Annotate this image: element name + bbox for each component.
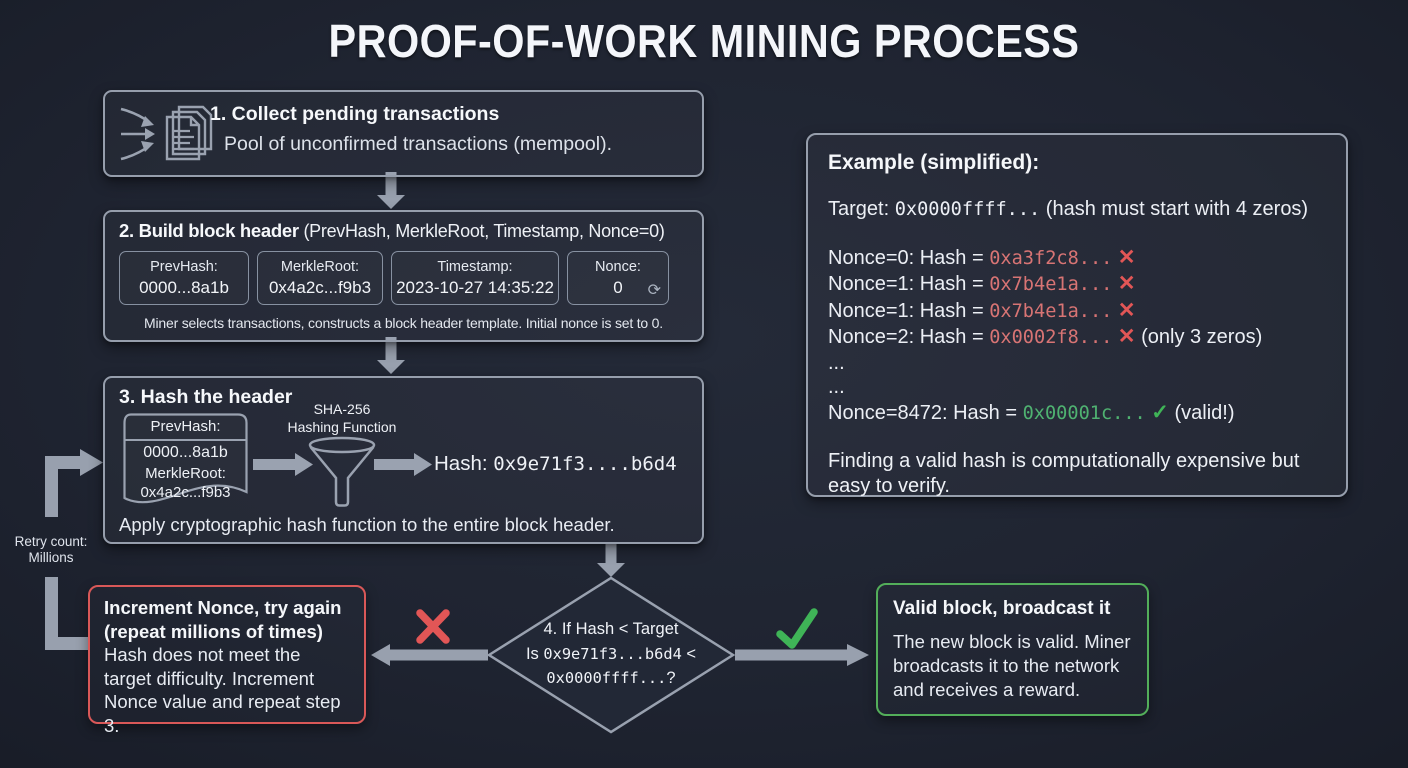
step1-box: 1. Collect pending transactions Pool of … (103, 90, 704, 177)
step3-caption: Apply cryptographic hash function to the… (119, 514, 615, 535)
field-merkleroot-label: MerkleRoot: (280, 258, 360, 275)
step2-box: 2. Build block header (PrevHash, MerkleR… (103, 210, 704, 342)
retry-count-label: Retry count: Millions (0, 534, 102, 566)
example-target-line: Target: 0x0000ffff... (hash must start w… (828, 198, 1309, 220)
page-title: PROOF-OF-WORK MINING PROCESS (328, 15, 1080, 67)
fail-box-title-line1: Increment Nonce, try again (104, 597, 342, 618)
fail-x-icon (416, 609, 450, 644)
example-attempt-row: Nonce=0: Hash = 0xa3f2c8... ✕ (828, 245, 1136, 269)
hash-result: Hash: 0x9e71f3....b6d4 (434, 452, 677, 476)
step2-caption: Miner selects transactions, constructs a… (144, 315, 663, 331)
fail-box-title-line2: (repeat millions of times) (104, 620, 323, 642)
step1-subtitle: Pool of unconfirmed transactions (mempoo… (224, 133, 613, 155)
step2-heading: 2. Build block header (PrevHash, MerkleR… (119, 220, 665, 242)
field-nonce-value: 0 (613, 277, 623, 297)
hash-result-label: Hash: (434, 452, 494, 475)
arrow-funnel-to-hash (374, 453, 432, 476)
field-nonce-label: Nonce: (595, 258, 641, 275)
decision-diamond (486, 576, 736, 734)
decision-line2: Is 0x9e71f3...b6d4 < (525, 644, 697, 663)
hash-function-label: SHA-256 Hashing Function (277, 400, 407, 436)
example-valid-row: Nonce=8472: Hash = 0x00001c... ✓ (valid!… (828, 400, 1235, 424)
doc-header-label: PrevHash: (150, 418, 221, 435)
valid-check-icon: ✓ (1151, 400, 1169, 424)
down-arrow-step2-step3 (377, 337, 405, 374)
retry-count-line1: Retry count: (14, 534, 88, 549)
field-prevhash-value: 0000...8a1b (139, 277, 229, 297)
success-box-title: Valid block, broadcast it (893, 598, 1111, 619)
field-merkleroot: MerkleRoot: 0x4a2c...f9b3 (257, 251, 383, 305)
down-arrow-step1-step2 (377, 172, 405, 209)
fail-box-body: Hash does not meet the target difficulty… (104, 644, 341, 736)
hash-function-label-line2: Hashing Function (287, 419, 397, 435)
example-ellipsis: ... (828, 351, 845, 374)
field-prevhash-label: PrevHash: (150, 258, 218, 275)
example-attempt-row: Nonce=2: Hash = 0x0002f8... ✕ (only 3 ze… (828, 325, 1263, 348)
arrow-decision-to-fail (371, 644, 488, 666)
success-box: Valid block, broadcast it The new block … (876, 583, 1149, 716)
fail-box: Increment Nonce, try again (repeat milli… (88, 585, 366, 736)
example-closing-text: Finding a valid hash is computationally … (828, 449, 1300, 498)
arrow-doc-to-funnel (253, 453, 313, 476)
example-box: Example (simplified): Target: 0x0000ffff… (806, 133, 1348, 497)
arrow-decision-to-success (735, 644, 869, 666)
block-header-document-icon (123, 413, 248, 504)
step3-box: 3. Hash the header PrevHash: 0000...8a1b… (103, 376, 704, 544)
fail-x-icon: ✕ (1117, 325, 1136, 348)
doc-line-merkleroot-label: MerkleRoot: (145, 465, 226, 482)
field-prevhash: PrevHash: 0000...8a1b (119, 251, 249, 305)
example-attempt-row: Nonce=1: Hash = 0x7b4e1a... ✕ (828, 298, 1136, 322)
doc-line-merkleroot-value: 0x4a2c...f9b3 (140, 484, 231, 501)
fail-x-icon: ✕ (1117, 298, 1136, 322)
down-arrow-step3-decision (597, 542, 625, 577)
refresh-icon: ⟳ (647, 282, 661, 299)
step2-heading-bold: 2. Build block header (119, 220, 299, 241)
field-timestamp: Timestamp: 2023-10-27 14:35:22 (391, 251, 559, 305)
hash-function-label-line1: SHA-256 (313, 401, 371, 417)
valid-check-icon (776, 608, 818, 649)
fail-x-icon: ✕ (1117, 245, 1136, 269)
funnel-icon (308, 436, 376, 507)
fail-x-icon: ✕ (1117, 272, 1136, 295)
field-timestamp-value: 2023-10-27 14:35:22 (396, 277, 554, 297)
incoming-transactions-icon (120, 105, 213, 161)
example-title: Example (simplified): (828, 151, 1040, 174)
decision-text: 4. If Hash < Target Is 0x9e71f3...b6d4 <… (496, 617, 726, 691)
step2-heading-rest: (PrevHash, MerkleRoot, Timestamp, Nonce=… (298, 221, 665, 241)
example-attempt-row: Nonce=1: Hash = 0x7b4e1a... ✕ (828, 272, 1136, 295)
success-box-body: The new block is valid. Miner broadcasts… (893, 630, 1131, 700)
decision-line1: 4. If Hash < Target (543, 620, 679, 638)
retry-loop-upper-segment (45, 449, 103, 517)
hash-result-value: 0x9e71f3....b6d4 (493, 453, 677, 475)
doc-line-prevhash-value: 0000...8a1b (143, 444, 228, 461)
step3-title: 3. Hash the header (119, 386, 293, 408)
retry-count-line2: Millions (28, 550, 74, 565)
field-timestamp-label: Timestamp: (437, 258, 513, 275)
field-nonce: Nonce: 0 ⟳ (567, 251, 669, 305)
field-merkleroot-value: 0x4a2c...f9b3 (268, 277, 372, 297)
decision-line3: 0x0000ffff...? (546, 669, 676, 687)
step1-title: 1. Collect pending transactions (210, 103, 500, 125)
retry-loop-lower-segment (45, 577, 88, 650)
example-ellipsis: ... (828, 376, 845, 398)
